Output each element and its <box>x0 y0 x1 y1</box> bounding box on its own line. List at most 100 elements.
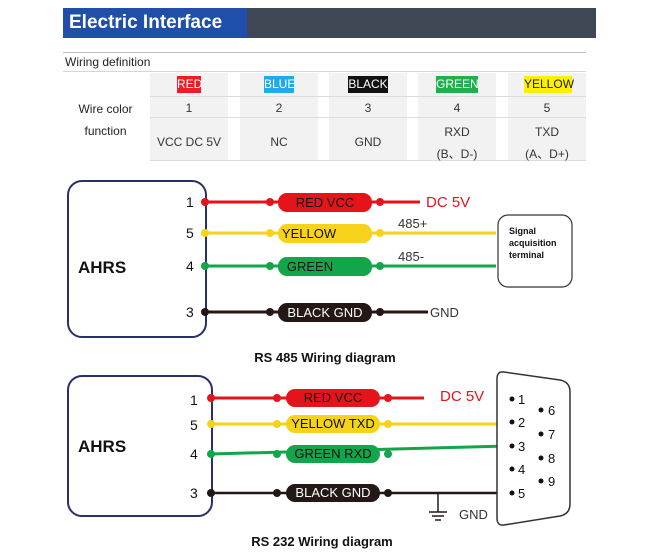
wire-tag-label: BLACK GND <box>295 485 370 500</box>
pin-label: 3 <box>190 485 198 501</box>
pin-function: VCC DC 5V <box>156 135 221 149</box>
wire-tag-label: YELLOW TXD <box>291 416 375 431</box>
wire-dot <box>384 394 392 402</box>
pin-dot <box>207 489 215 497</box>
wire-tag-yellow <box>286 415 380 433</box>
row-label-function: function <box>84 124 127 138</box>
db9-pin <box>538 478 544 484</box>
wire-tag-black <box>286 484 380 502</box>
row-divider <box>150 96 586 97</box>
db9-pin <box>538 455 544 461</box>
wire-color-blue: BLUE <box>264 76 296 93</box>
dc5v-label: DC 5V <box>426 194 470 211</box>
dc5v-label: DC 5V <box>440 388 484 405</box>
db9-pin <box>509 466 515 472</box>
db9-pin-label: 7 <box>548 427 555 442</box>
pin-function: NC <box>270 135 288 149</box>
rs485-plus-label: 485+ <box>398 216 427 231</box>
wire-tag-label: RED VCC <box>304 390 363 405</box>
terminal-label: terminal <box>509 250 544 260</box>
wire-color-black: BLACK <box>348 76 388 93</box>
ahrs-box <box>67 375 213 517</box>
terminal-label: acquisition <box>509 238 557 248</box>
pin-dot <box>201 262 209 270</box>
db9-pin-label: 8 <box>548 451 555 466</box>
wire-tag-black <box>278 303 372 322</box>
signal-terminal-box <box>497 214 573 288</box>
wire-tag-label: GREEN RXD <box>294 446 371 461</box>
pin-function: GND <box>354 135 382 149</box>
pin-number: 4 <box>453 101 461 115</box>
wire-dot <box>266 308 274 316</box>
pin-label: 5 <box>190 417 198 433</box>
wire-tag-label: BLACK GND <box>287 305 362 320</box>
db9-pin-label: 5 <box>518 486 525 501</box>
pin-function: RXD <box>444 125 470 139</box>
pin-label: 5 <box>186 225 194 241</box>
pin-label: 3 <box>186 304 194 320</box>
pin-number: 3 <box>364 101 372 115</box>
wire-dot <box>376 198 384 206</box>
gnd-label: GND <box>430 305 459 320</box>
db9-pin <box>509 396 515 402</box>
pin-dot <box>201 229 209 237</box>
wire-dot <box>384 420 392 428</box>
gnd-label: GND <box>459 507 488 522</box>
db9-pin-label: 3 <box>518 439 525 454</box>
db9-pin <box>509 419 515 425</box>
terminal-label: Signal <box>509 226 536 236</box>
wire-dot <box>266 262 274 270</box>
pin-label: 1 <box>190 392 198 408</box>
wire-dot <box>384 450 392 458</box>
ahrs-box <box>67 180 207 338</box>
wire-dot <box>384 489 392 497</box>
pin-label: 4 <box>190 446 198 462</box>
wire-tag-red <box>278 193 372 212</box>
pin-number: 2 <box>275 101 283 115</box>
db9-pin-label: 2 <box>518 415 525 430</box>
pin-dot <box>201 308 209 316</box>
db9-pin-label: 4 <box>518 462 525 477</box>
wire-color-yellow: YELLOW <box>524 76 575 93</box>
wire-tag-label: GREEN <box>287 259 333 274</box>
table-divider <box>63 71 586 72</box>
pin-label: 4 <box>186 258 194 274</box>
wire-dot <box>273 394 281 402</box>
pin-function-detail: (B、D-) <box>436 147 478 161</box>
pin-dot <box>207 450 215 458</box>
wire-dot <box>376 229 384 237</box>
ahrs-label: AHRS <box>78 437 126 456</box>
pin-function-detail: (A、D+) <box>525 147 569 161</box>
wire-dot <box>273 489 281 497</box>
wire-dot <box>273 420 281 428</box>
wire-tag-red <box>286 389 380 407</box>
pin-label: 1 <box>186 194 194 210</box>
db9-pin <box>538 431 544 437</box>
wire-color-green: GREEN <box>436 76 479 93</box>
pin-function: TXD <box>535 125 559 139</box>
db9-pin <box>509 490 515 496</box>
pin-dot <box>201 198 209 206</box>
wire-tag-green <box>286 445 380 463</box>
pin-number: 5 <box>543 101 551 115</box>
pin-dot <box>207 394 215 402</box>
db9-pin-label: 9 <box>548 474 555 489</box>
wire-dot <box>376 262 384 270</box>
row-divider <box>150 117 586 118</box>
wire-dot <box>266 198 274 206</box>
row-label-wire-color: Wire color <box>78 102 133 116</box>
db9-pin-label: 1 <box>518 392 525 407</box>
row-divider <box>150 160 586 161</box>
wiring-definition-title: Wiring definition <box>65 55 151 69</box>
db9-pin <box>538 407 544 413</box>
pin-dot <box>207 420 215 428</box>
wire-dot <box>266 229 274 237</box>
table-top-border <box>63 52 586 53</box>
rs485-caption: RS 485 Wiring diagram <box>254 350 395 365</box>
wire-dot <box>376 308 384 316</box>
wire-tag-yellow <box>278 224 372 243</box>
wire-color-red: RED <box>177 76 203 93</box>
db9-pin-label: 6 <box>548 403 555 418</box>
rs485-minus-label: 485- <box>398 249 424 264</box>
